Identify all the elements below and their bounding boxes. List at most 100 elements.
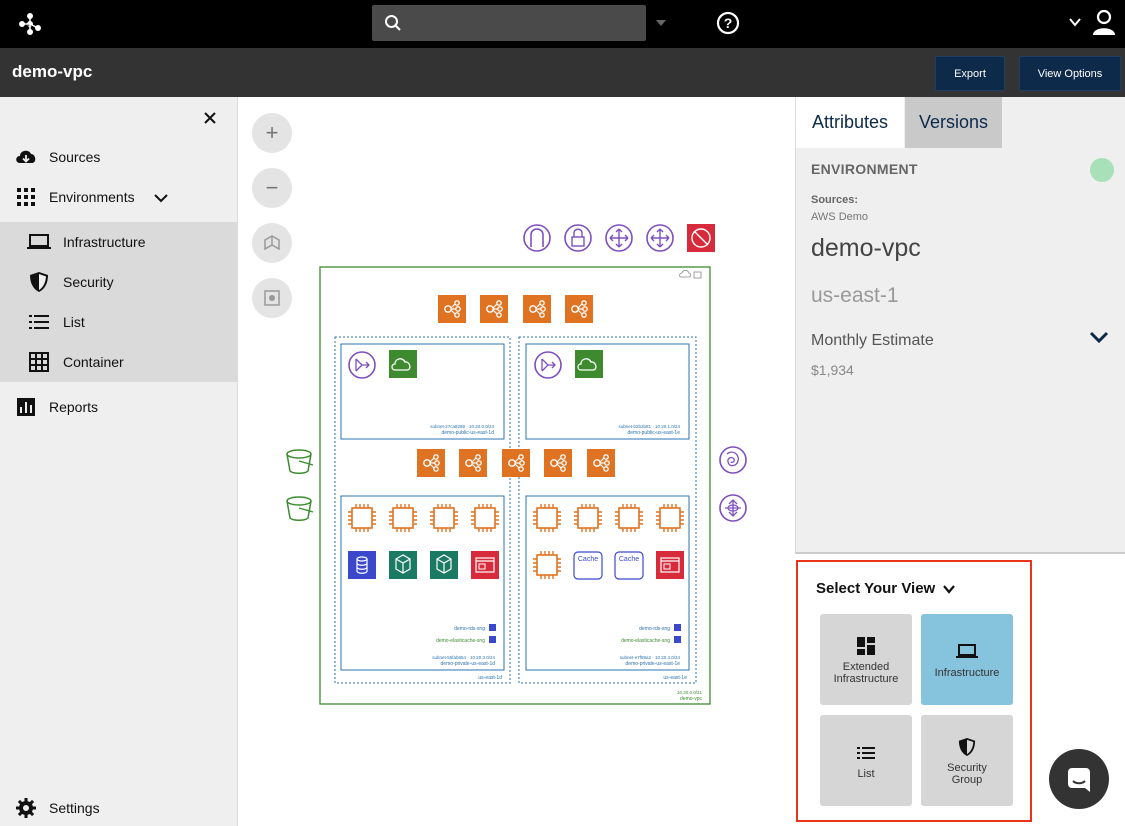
zoom-in-button[interactable]: + xyxy=(252,113,292,153)
network-logo-icon[interactable] xyxy=(16,10,44,38)
sidebar-item-label: Reports xyxy=(49,399,99,415)
load-balancer-icon xyxy=(565,295,593,323)
svg-text:Cache: Cache xyxy=(578,556,598,563)
load-balancer-icon xyxy=(459,449,487,477)
list-icon xyxy=(855,742,877,764)
view-option-list[interactable]: List xyxy=(820,715,912,806)
az-label: us-east-1d xyxy=(478,675,502,681)
environment-name: demo-vpc xyxy=(811,234,921,262)
search-input[interactable] xyxy=(372,5,646,41)
gear-icon xyxy=(14,796,38,820)
cloud-download-icon xyxy=(14,145,38,169)
internet-gateway-icon xyxy=(523,224,551,252)
search-icon xyxy=(385,15,401,31)
ec2-instance-icon xyxy=(347,503,377,533)
svg-text:Cache: Cache xyxy=(619,556,639,563)
sidebar-item-reports[interactable]: Reports xyxy=(0,387,237,427)
view-option-security-group[interactable]: Security Group xyxy=(921,715,1013,806)
sources-value: AWS Demo xyxy=(811,211,869,223)
tab-attributes[interactable]: Attributes xyxy=(796,97,904,148)
view-options-button[interactable]: View Options xyxy=(1019,56,1121,91)
infrastructure-diagram: subnet-27ca8289 · 10.20.0.0/24 demo-publ… xyxy=(286,224,747,705)
sources-label: Sources: xyxy=(811,194,859,206)
cache-icon: Cache xyxy=(614,551,644,580)
view-option-label: Extended Infrastructure xyxy=(833,660,899,685)
list-icon xyxy=(27,310,51,334)
sidebar-item-sources[interactable]: Sources xyxy=(0,137,237,177)
sidebar-item-label: Settings xyxy=(49,800,100,816)
page-title: demo-vpc xyxy=(12,62,93,81)
sidebar-item-security[interactable]: Security xyxy=(0,262,237,302)
diagram-canvas[interactable]: + − su xyxy=(238,97,795,826)
vpc-container xyxy=(319,266,711,705)
sidebar-item-label: List xyxy=(63,314,85,330)
subnet-group-label: demo-elasticache-sng xyxy=(621,638,670,644)
s3-bucket-icon xyxy=(286,449,314,474)
subnet-id-label: subnet-55fab654 · 10.20.3.0/24 xyxy=(432,655,495,660)
bar-chart-icon xyxy=(14,395,38,419)
sidebar-item-label: Environments xyxy=(49,189,135,205)
sidebar-item-container[interactable]: Container xyxy=(0,342,237,382)
region-label: us-east-1 xyxy=(811,284,899,307)
chevron-down-icon[interactable] xyxy=(942,582,956,596)
close-icon[interactable] xyxy=(202,110,218,126)
user-icon[interactable] xyxy=(1091,9,1117,37)
sidebar-item-infrastructure[interactable]: Infrastructure xyxy=(0,222,237,262)
endpoint-icon xyxy=(719,446,747,474)
shield-icon xyxy=(27,270,51,294)
ec2-instance-icon xyxy=(614,503,644,533)
sidebar-item-environments[interactable]: Environments xyxy=(0,177,237,217)
laptop-icon xyxy=(956,641,978,663)
subnet-group-label: demo-rds-sng xyxy=(639,626,670,632)
help-circle-icon[interactable]: ? xyxy=(716,11,740,35)
title-bar: demo-vpc Export View Options xyxy=(0,48,1125,97)
dashboard-icon xyxy=(855,635,877,657)
view-option-extended-infrastructure[interactable]: Extended Infrastructure xyxy=(820,614,912,705)
cloud-icon xyxy=(389,350,417,378)
load-balancer-icon xyxy=(502,449,530,477)
sidebar: Sources Environments Infrastructure Secu… xyxy=(0,97,238,826)
az-label: us-east-1e xyxy=(663,675,687,681)
cloud-icon xyxy=(575,350,603,378)
environment-heading: ENVIRONMENT xyxy=(811,161,918,177)
export-button[interactable]: Export xyxy=(935,56,1005,91)
top-bar: ? xyxy=(0,0,1125,48)
monthly-estimate-value: $1,934 xyxy=(811,362,854,378)
waf-icon xyxy=(687,224,715,252)
az-container xyxy=(518,336,697,684)
sidebar-item-settings[interactable]: Settings xyxy=(0,788,237,826)
view-option-label: List xyxy=(857,767,875,780)
database-icon xyxy=(348,551,376,579)
subnet-id-label: subnet-e7f88a2 · 10.20.4.0/24 xyxy=(620,655,681,660)
target-icon xyxy=(264,290,280,306)
ec2-instance-icon xyxy=(532,550,562,580)
tab-versions[interactable]: Versions xyxy=(905,97,1002,148)
view-selector-title: Select Your View xyxy=(816,580,936,597)
chat-button[interactable] xyxy=(1049,749,1109,809)
peering-connection-icon xyxy=(605,224,633,252)
status-indicator xyxy=(1090,158,1114,182)
load-balancer-icon xyxy=(480,295,508,323)
load-balancer-icon xyxy=(587,449,615,477)
center-view-button[interactable] xyxy=(252,278,292,318)
chevron-down-icon[interactable] xyxy=(1088,329,1110,345)
ec2-instance-icon xyxy=(470,503,500,533)
sidebar-item-list[interactable]: List xyxy=(0,302,237,342)
view-option-label: Infrastructure xyxy=(934,666,1000,679)
zoom-out-button[interactable]: − xyxy=(252,168,292,208)
az-container xyxy=(334,336,511,684)
chevron-down-icon[interactable] xyxy=(153,190,169,206)
ec2-instance-icon xyxy=(655,503,685,533)
chevron-down-icon[interactable] xyxy=(1068,15,1082,29)
subnet-id-label: subnet-b2b2b81 · 10.20.1.0/24 xyxy=(618,424,680,429)
subnet-container xyxy=(525,495,690,671)
chat-icon xyxy=(1068,768,1090,792)
table-icon xyxy=(27,350,51,374)
fit-view-button[interactable] xyxy=(252,223,292,263)
view-option-infrastructure[interactable]: Infrastructure xyxy=(921,614,1013,705)
subnet-name-label: demo-public-us-east-1d xyxy=(441,430,494,436)
attributes-panel: Attributes Versions ENVIRONMENT Sources:… xyxy=(795,97,1125,554)
chevron-down-icon[interactable] xyxy=(654,16,668,30)
peering-connection-icon xyxy=(646,224,674,252)
map-icon xyxy=(264,235,280,251)
